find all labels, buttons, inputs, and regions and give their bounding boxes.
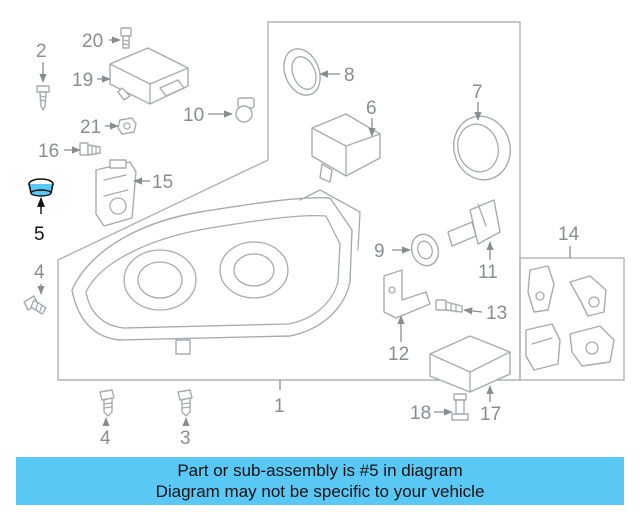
part-2-screw[interactable] (36, 85, 50, 111)
part-13-screw[interactable] (435, 299, 463, 313)
part-5-plug[interactable] (28, 178, 54, 197)
part-20-bolt[interactable] (120, 27, 132, 49)
label-14: 14 (558, 224, 580, 245)
label-15: 15 (152, 172, 173, 193)
banner-line-2: Diagram may not be specific to your vehi… (155, 482, 485, 501)
label-10: 11 (478, 262, 498, 283)
part-21-nut[interactable] (117, 117, 137, 135)
part-17-control-unit[interactable] (429, 335, 511, 393)
part-9-socket[interactable] (407, 231, 442, 270)
info-banner: Part or sub-assembly is #5 in diagram Di… (16, 457, 624, 505)
label-20: 20 (82, 31, 103, 52)
label-6: 6 (366, 98, 377, 119)
part-10-xenon-bulb[interactable] (447, 199, 501, 247)
group-14-outline (519, 257, 625, 381)
part-12-bracket[interactable] (383, 269, 431, 319)
parts-diagram: 20 2 19 10 21 16 15 5 4 8 6 7 9 11 14 13… (23, 21, 625, 449)
label-18: 18 (410, 403, 431, 424)
part-6-motor[interactable] (311, 113, 381, 183)
label-9: 9 (374, 241, 385, 262)
callout-labels: 20 2 19 10 21 16 15 5 4 8 6 7 9 11 14 13… (34, 31, 580, 449)
part-7-cover-cap[interactable] (447, 110, 518, 186)
label-7: 7 (472, 82, 483, 103)
leader-lines (37, 36, 571, 427)
label-12: 12 (388, 344, 409, 365)
label-2: 2 (36, 41, 47, 62)
part-1-headlamp[interactable] (71, 189, 361, 355)
label-21: 21 (80, 117, 101, 138)
label-3: 3 (180, 428, 191, 449)
label-5: 5 (34, 224, 45, 245)
label-11: 10 (183, 105, 204, 126)
part-4-screw-left[interactable] (23, 295, 47, 315)
part-19-control-module[interactable] (109, 47, 189, 105)
part-18-bolt[interactable] (451, 393, 469, 421)
part-11-bulb[interactable] (235, 97, 255, 123)
part-15-bracket[interactable] (95, 159, 137, 227)
headlamp-group-outline (57, 21, 521, 381)
label-4-bottom: 4 (100, 428, 111, 449)
label-17: 17 (480, 404, 501, 425)
part-4-screw-bottom[interactable] (99, 389, 115, 417)
label-16: 16 (38, 141, 59, 162)
label-8: 8 (344, 65, 355, 86)
label-13: 13 (486, 303, 507, 324)
label-1: 1 (274, 396, 285, 417)
part-3-screw[interactable] (177, 389, 193, 417)
part-16-screw[interactable] (79, 142, 101, 156)
banner-line-1: Part or sub-assembly is #5 in diagram (177, 461, 463, 480)
label-19: 19 (72, 70, 93, 91)
label-4-left: 4 (34, 262, 45, 283)
part-8-ring[interactable] (277, 43, 327, 100)
part-14-set[interactable] (525, 265, 615, 371)
